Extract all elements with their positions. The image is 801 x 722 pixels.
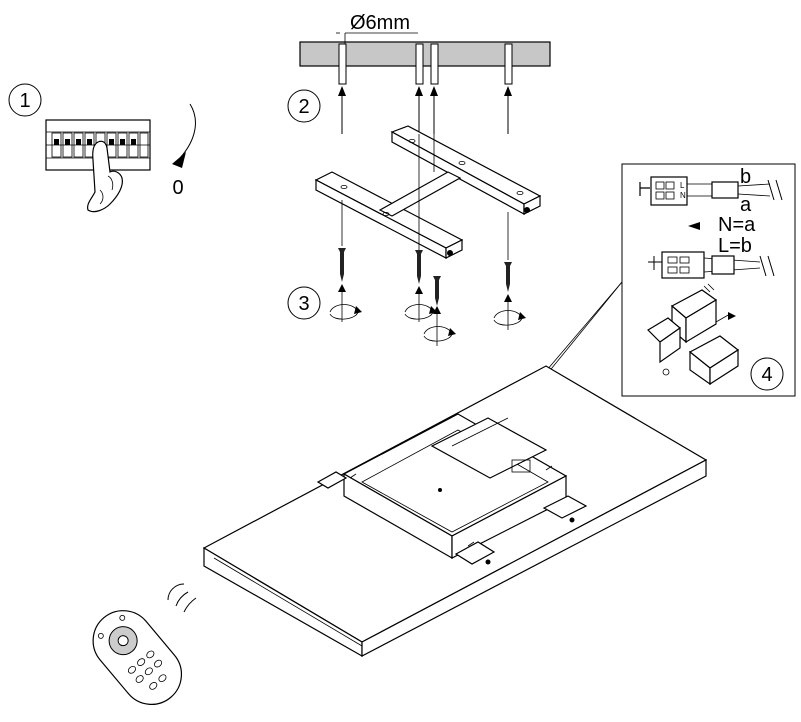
signal-waves-icon: [167, 583, 185, 601]
hand-icon: [87, 140, 123, 213]
wall-plugs: [338, 43, 513, 85]
step-2-group: Ø6mm 2: [287, 12, 551, 134]
terminal-block-bottom: [648, 251, 775, 279]
insert-arrows: [338, 86, 512, 134]
terminal-n-label: N: [680, 191, 686, 200]
live-mapping-label: L=b: [718, 235, 752, 257]
step-4-circle: [750, 357, 784, 391]
step-3-group: 3: [287, 125, 542, 346]
rotation-arrow-icons: [329, 284, 526, 346]
step-2-circle: [287, 89, 321, 123]
fixture-clips: [316, 471, 588, 565]
breaker-switches: [51, 132, 149, 158]
terminal-block-top: L N b a: [639, 166, 783, 216]
step-1-number: 1: [19, 90, 30, 112]
step-1-group: 1: [8, 83, 196, 213]
driver-box: [342, 413, 568, 560]
step-1-circle: [8, 83, 42, 117]
step-4-number: 4: [761, 364, 772, 386]
drill-diameter-label: Ø6mm: [350, 12, 410, 34]
step-3-circle: [287, 286, 321, 320]
led-panel-fixture: [202, 365, 708, 658]
screws: [338, 248, 512, 306]
step-2-number: 2: [298, 96, 309, 118]
neutral-mapping-label: N=a: [718, 214, 756, 236]
wire-b-label: b: [740, 166, 751, 188]
rotate-down-arrow-icon: [172, 103, 196, 168]
step-4-group: L N b a N=a L=b: [621, 163, 796, 397]
breaker-off-label: 0: [172, 177, 183, 199]
mounting-bracket: [314, 125, 542, 260]
remote-control-icon: [92, 583, 197, 705]
wire-a-label: a: [740, 194, 752, 216]
step-3-number: 3: [298, 293, 309, 315]
junction-box: [647, 283, 740, 386]
terminal-l-label: L: [680, 181, 685, 190]
wire-mapping: N=a L=b: [688, 214, 756, 257]
